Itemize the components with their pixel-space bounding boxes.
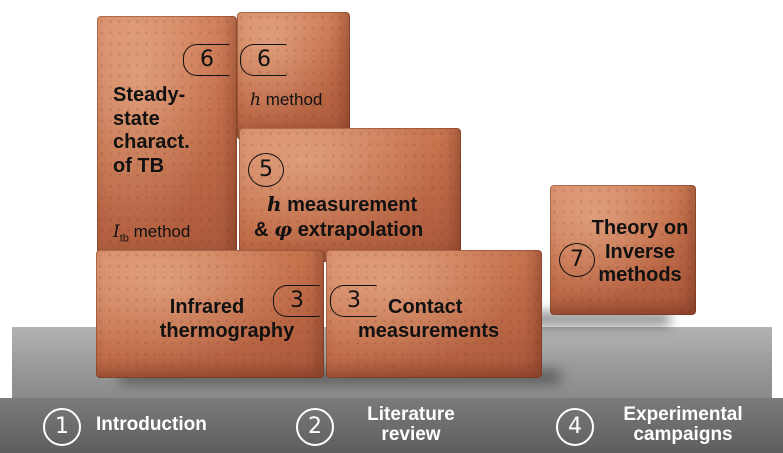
contact-line1: Contact xyxy=(388,296,463,318)
itb-subscript: tb xyxy=(119,232,129,245)
brick-h-measurement xyxy=(239,128,461,262)
h-measurement-label: h measurement & φ extrapolation xyxy=(254,192,423,242)
brick-infrared xyxy=(96,250,324,378)
infrared-label: Infrared thermography xyxy=(142,296,312,343)
badge-6-steady: 6 xyxy=(183,44,230,76)
inverse-line2: Inverse xyxy=(604,240,676,263)
steady-line2: state xyxy=(113,107,160,130)
itb-symbol: I xyxy=(113,222,120,242)
foundation-introduction: Introduction xyxy=(96,414,207,435)
badge-3-infrared: 3 xyxy=(273,285,320,317)
h-method-word: method xyxy=(265,90,323,109)
foundation-num-4: 4 xyxy=(556,408,594,446)
foundation-experimental-campaigns: Experimental campaigns xyxy=(608,405,758,445)
itb-method-word: method xyxy=(133,222,191,241)
steady-state-label: Steady- state charact. of TB xyxy=(113,84,190,178)
h-measure-symbol: h xyxy=(267,192,282,216)
badge-3-contact: 3 xyxy=(330,285,377,317)
contact-label: Contact measurements xyxy=(358,296,499,343)
badge-6-h-method: 6 xyxy=(240,44,287,76)
foundation-num-1: 1 xyxy=(43,408,81,446)
inverse-line1: Theory on xyxy=(591,217,689,239)
brick-h-method xyxy=(237,12,350,140)
h-measure-word: measurement xyxy=(287,194,418,216)
badge-7: 7 xyxy=(559,243,595,277)
contact-line2: measurements xyxy=(358,319,500,342)
inverse-line3: methods xyxy=(598,264,682,287)
inverse-brick-shadow xyxy=(520,312,670,326)
h-measure-line1: h measurement xyxy=(267,192,423,218)
steady-line3: charact. xyxy=(113,131,190,154)
badge-5: 5 xyxy=(248,153,284,187)
phi-symbol: φ xyxy=(274,216,293,241)
h-method-label: h method xyxy=(250,90,322,110)
itb-method-label: Itb method xyxy=(113,222,190,245)
brick-contact xyxy=(326,250,542,378)
experimental-line2: campaigns xyxy=(633,423,733,445)
foundation-num-2: 2 xyxy=(296,408,334,446)
infrared-line2: thermography xyxy=(159,319,295,342)
steady-line4: of TB xyxy=(113,154,165,177)
ampersand: & xyxy=(254,218,269,241)
foundation-slab-front xyxy=(0,398,783,453)
inverse-label: Theory on Inverse methods xyxy=(590,217,690,288)
steady-line1: Steady- xyxy=(113,84,186,106)
experimental-line1: Experimental xyxy=(623,404,743,425)
infrared-line1: Infrared xyxy=(169,296,245,318)
brick-steady-state xyxy=(97,16,237,262)
literature-line1: Literature xyxy=(367,404,455,425)
extrapolation-word: extrapolation xyxy=(297,218,424,241)
literature-line2: review xyxy=(381,423,441,445)
h-measure-line2: & φ extrapolation xyxy=(254,216,424,243)
foundation-literature-review: Literature review xyxy=(355,405,467,445)
h-symbol: h xyxy=(250,90,261,110)
